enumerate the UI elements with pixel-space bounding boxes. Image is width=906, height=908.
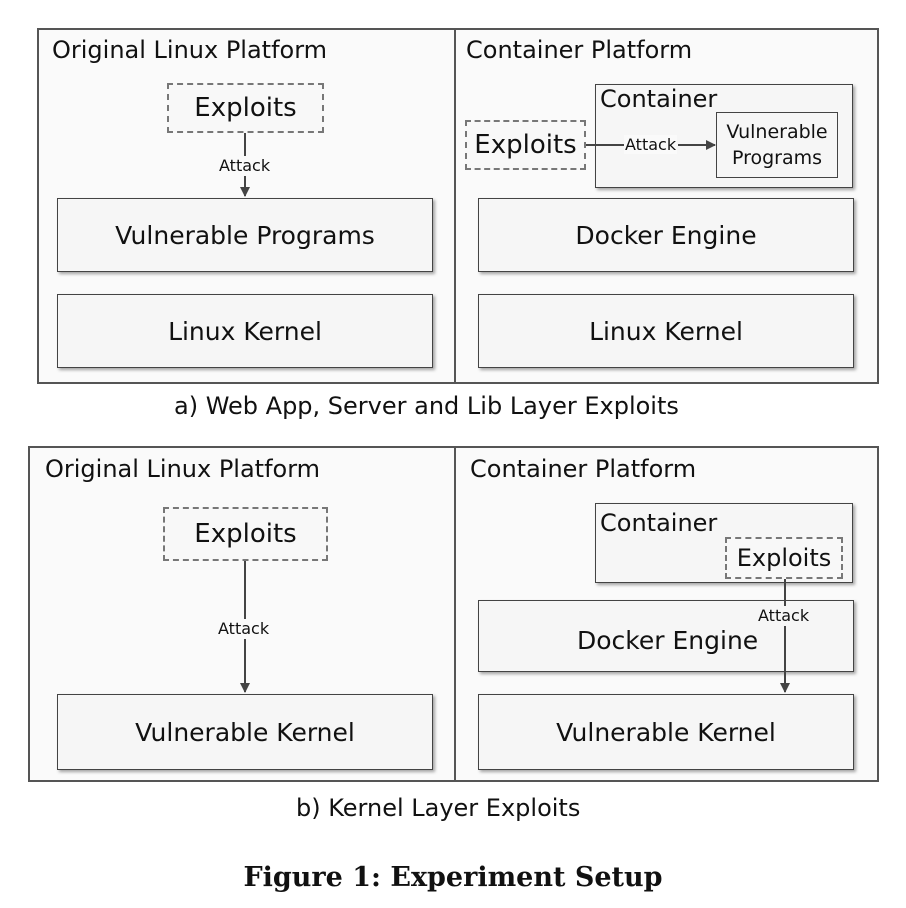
panel-a-right-title: Container Platform	[466, 36, 693, 64]
panel-a-left-vulnerable-programs: Vulnerable Programs	[57, 198, 433, 272]
panel-b-caption: b) Kernel Layer Exploits	[296, 794, 581, 822]
panel-a-left-linux-kernel: Linux Kernel	[57, 294, 433, 368]
panel-b-left-attack-label: Attack	[217, 619, 271, 638]
panel-b-left-title: Original Linux Platform	[45, 455, 321, 483]
panel-b-right-exploits: Exploits	[725, 537, 843, 579]
panel-a-left-attack-label: Attack	[218, 156, 272, 175]
panel-a-divider	[454, 28, 456, 384]
panel-a-caption: a) Web App, Server and Lib Layer Exploit…	[174, 392, 679, 420]
panel-a-right-exploits: Exploits	[465, 120, 586, 170]
panel-b-right-docker-engine: Docker Engine	[478, 600, 854, 672]
panel-b-right-attack-label: Attack	[757, 606, 811, 625]
panel-a-left-title: Original Linux Platform	[52, 36, 328, 64]
panel-b-left-vulnerable-kernel: Vulnerable Kernel	[57, 694, 433, 770]
panel-b-right-title: Container Platform	[470, 455, 697, 483]
panel-a-right-vulnerable-programs: Vulnerable Programs	[716, 112, 838, 178]
panel-a-left-exploits: Exploits	[167, 83, 324, 133]
figure-caption: Figure 1: Experiment Setup	[243, 862, 663, 893]
panel-b-left-exploits: Exploits	[163, 507, 328, 561]
panel-b-right-container-label: Container	[600, 509, 718, 537]
panel-b-divider	[454, 446, 456, 782]
panel-b-right-docker-engine-label: Docker Engine	[577, 625, 759, 655]
panel-b-right-vulnerable-kernel: Vulnerable Kernel	[478, 694, 854, 770]
panel-a-right-vulnerable-programs-line2: Programs	[731, 147, 823, 169]
panel-a-right-docker-engine: Docker Engine	[478, 198, 854, 272]
panel-a-right-attack-label: Attack	[624, 135, 678, 154]
panel-a-right-container-label: Container	[600, 85, 718, 113]
panel-a-right-vulnerable-programs-line1: Vulnerable	[726, 121, 828, 143]
panel-a-right-linux-kernel: Linux Kernel	[478, 294, 854, 368]
